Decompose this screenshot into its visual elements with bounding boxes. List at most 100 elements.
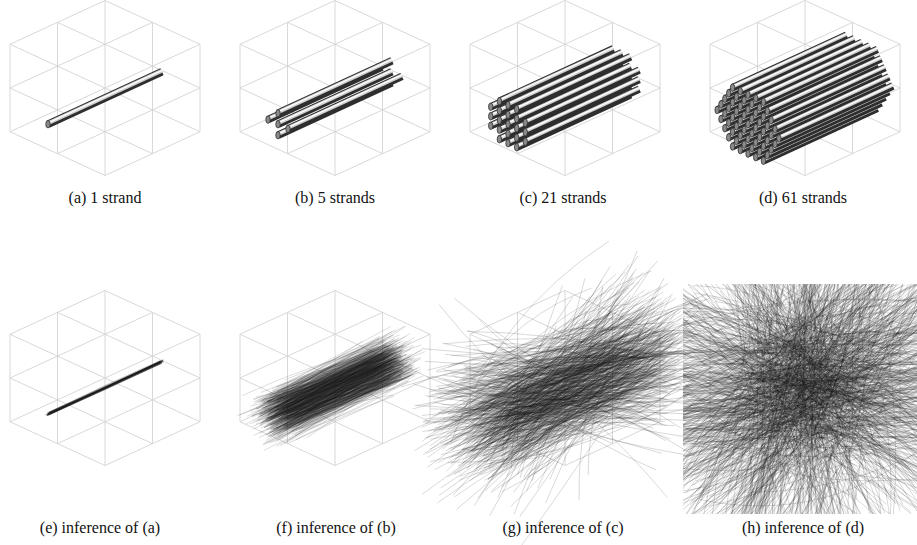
strand-bundle [715,34,893,165]
grid-line [58,88,201,154]
inferred-strand [264,354,393,410]
inferred-strand [47,361,164,415]
inferred-strand [504,349,660,453]
strand-end [489,103,493,110]
grid-line [565,1,660,45]
inferred-strand [473,346,636,451]
inferred-strand [292,367,415,419]
strand-end [726,119,730,126]
grid-line [58,378,201,444]
grid-line [565,132,660,176]
grid-line [10,88,153,154]
inferred-strand [280,371,403,419]
strand-end [715,106,719,113]
inferred-strand [269,342,411,401]
inferred-strand [466,405,649,436]
strand-bundle [489,47,640,151]
inferred-strand [45,361,163,415]
strand [46,70,162,128]
strand-highlight [48,70,162,123]
strand-end [750,100,754,107]
strand-end [750,144,754,151]
inferred-strand [259,355,400,414]
strand-end [754,95,758,102]
inferred-strand [446,310,674,471]
strand-end [726,134,730,141]
inferred-strand [47,361,162,415]
inferred-strand [484,414,609,430]
strand-end [286,125,290,132]
strand-body [48,72,162,125]
strand-end [523,138,527,145]
strand-highlight [767,57,881,110]
strand-body [278,72,392,125]
grid-line [335,1,430,45]
inferred-strand [277,337,415,438]
strand-end [746,150,750,157]
strand-end [757,148,761,155]
strand [765,57,881,115]
strand-end [276,132,280,139]
strand-end [761,128,765,135]
strand [523,69,639,127]
strand-end [723,110,727,117]
grid-line [105,1,200,45]
strand-end [523,119,527,126]
inferred-strand [441,308,662,487]
inferred-strand [272,345,394,412]
strand-highlight [525,78,639,131]
strand-body [763,49,877,101]
inferred-strand [521,284,626,401]
grid-line [900,44,901,132]
strand-end [730,113,734,120]
strand-end [734,137,738,144]
inferred-strand [267,357,410,422]
strand-end [730,128,734,135]
strand-end [514,115,518,122]
strand-end [489,113,493,120]
inferred-strand [493,360,668,402]
strand-end [761,113,765,120]
strand-end [726,90,730,97]
strand-end [757,104,761,111]
strand-end [754,139,758,146]
strand-end [742,111,746,118]
strand-shade [767,58,881,111]
strand-shade [48,71,162,124]
strand-end [769,146,773,153]
inferred-strand [485,302,620,465]
strand-end [506,111,510,118]
inferred-strand [492,361,618,389]
strand-end [523,128,527,135]
inferred-strand [488,361,644,480]
grid-line [200,334,201,422]
strand-end [730,84,734,91]
grid-line [58,312,201,378]
strand-end [769,131,773,138]
isometric-grid [10,1,200,176]
inferred-strand [450,313,668,399]
strand-body [525,70,639,123]
strand-end [276,121,280,128]
inferred-strand [519,388,654,444]
grid-line [10,378,153,444]
strand-end [514,134,518,141]
grid-line [105,291,200,335]
isometric-grid [240,1,430,176]
inferred-strand [502,329,671,487]
inferred-strand [503,307,645,421]
inferred-strand [481,347,644,417]
strand-end [506,121,510,128]
inferred-strand [472,328,646,415]
strand-end [761,142,765,149]
inferred-strands [683,284,917,514]
strand [761,48,877,106]
inferred-strand [550,343,649,402]
strand-end [497,117,501,124]
strand-end [514,125,518,132]
strand-end [719,101,723,108]
grid-line [200,44,201,132]
grid-line [335,422,430,466]
